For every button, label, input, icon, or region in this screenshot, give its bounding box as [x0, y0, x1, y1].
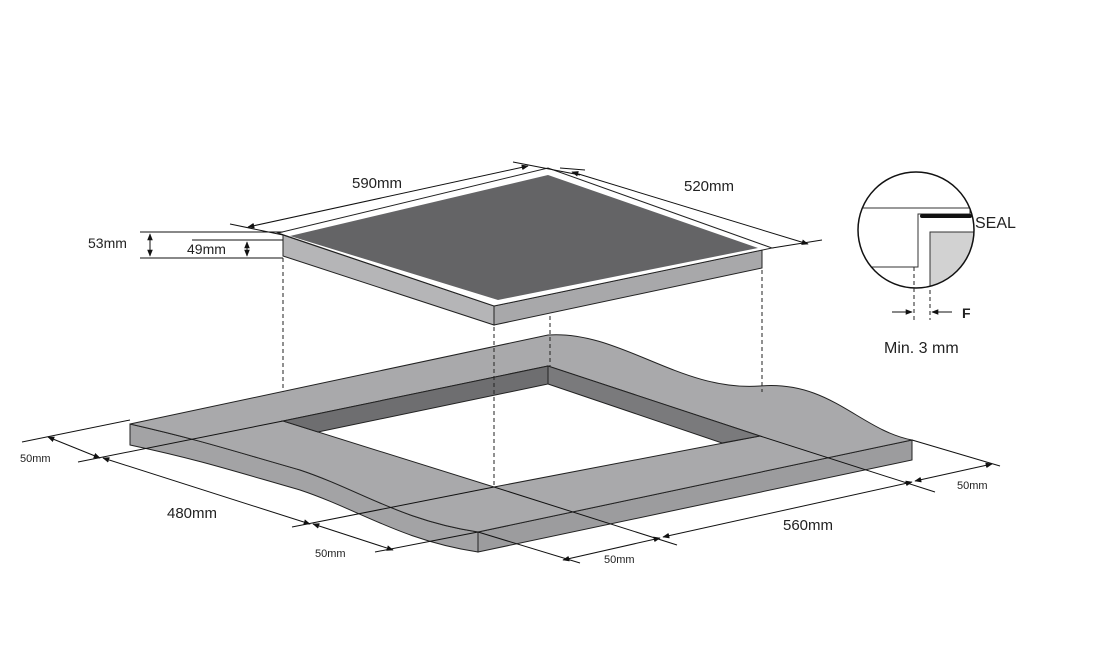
hob-width-label: 590mm — [352, 175, 402, 192]
cutout-dimensions: 50mm 480mm 50mm 50mm 560mm 50mm — [20, 419, 1001, 566]
detail-countertop — [929, 231, 974, 288]
cutout-front-margin-right-label: 50mm — [604, 554, 635, 566]
cutout-back-right-wall — [547, 365, 761, 444]
projection-lines — [282, 258, 763, 487]
cutout-front-margin-label: 50mm — [315, 548, 346, 560]
cutout-right-margin-label: 50mm — [957, 480, 988, 492]
seal-detail: SEAL F Min. 3 mm — [857, 171, 1016, 357]
hob-total-height-label: 53mm — [88, 235, 127, 251]
seal-label: SEAL — [975, 215, 1016, 232]
hob-depth-label: 520mm — [684, 178, 734, 195]
hob-glass — [290, 175, 758, 300]
min-gap-label: Min. 3 mm — [884, 340, 959, 357]
cutout-width-label: 560mm — [783, 517, 833, 534]
hob-body-height-label: 49mm — [187, 241, 226, 257]
hob-dimensions: 590mm 520mm 53mm 49mm — [88, 161, 823, 259]
cutout-left-margin-label: 50mm — [20, 453, 51, 465]
detail-circle — [857, 171, 975, 289]
cutout-depth-label: 480mm — [167, 505, 217, 522]
gap-label: F — [962, 305, 971, 321]
